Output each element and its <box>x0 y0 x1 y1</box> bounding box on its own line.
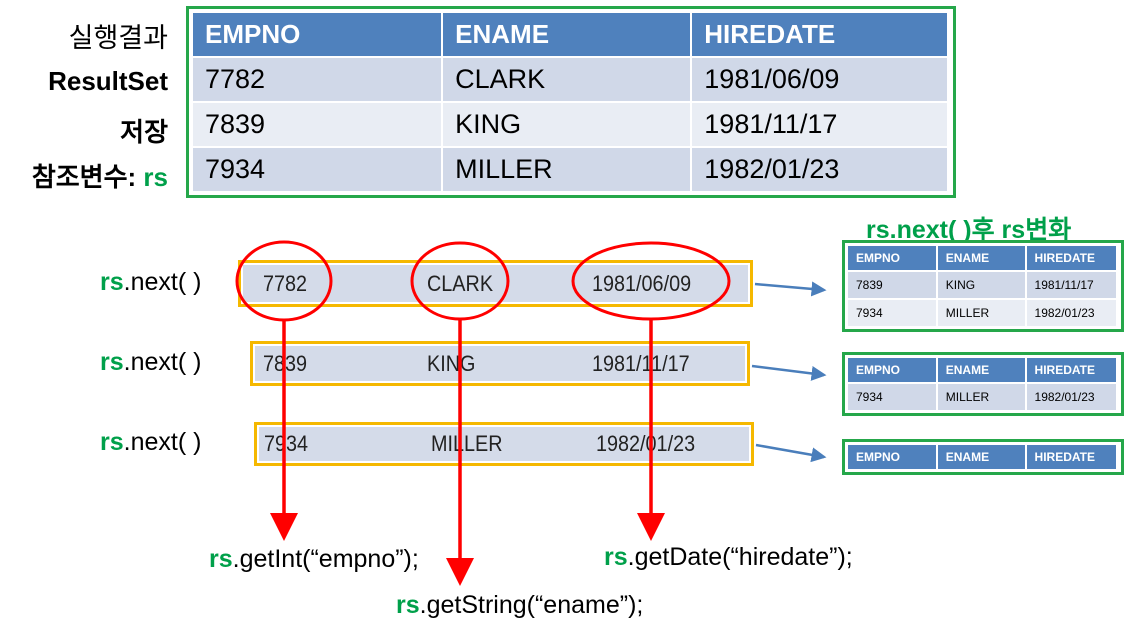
result-table: EMPNO ENAME HIREDATE 7782 CLARK 1981/06/… <box>186 6 956 198</box>
cell-hiredate: 1981/06/09 <box>691 55 949 102</box>
cursor-row-2: 7839 KING 1981/11/17 <box>250 341 750 386</box>
getdate-method: .getDate(“hiredate”); <box>627 543 853 571</box>
rs-label: rs <box>396 591 420 619</box>
mini-header: HIREDATE <box>1025 445 1119 469</box>
mini-header: ENAME <box>936 445 1027 469</box>
header-hiredate: HIREDATE <box>691 13 949 57</box>
table-row: 7782 CLARK 1981/06/09 <box>193 55 949 102</box>
getint-method: .getInt(“empno”); <box>232 545 419 573</box>
rs-label: rs <box>100 348 124 376</box>
next-change-title: rs.next( )후 rs변화 <box>866 210 1071 246</box>
blue-arrow-1 <box>754 281 827 297</box>
table-header-row: EMPNO ENAME HIREDATE <box>193 13 949 57</box>
mini-cell: 7839 <box>848 270 938 299</box>
mini-header: EMPNO <box>848 445 938 469</box>
store-label: 저장 <box>120 117 168 147</box>
rs-label: rs <box>209 545 233 573</box>
next-call-3: rs.next( ) <box>100 428 201 457</box>
table-row: 7839 KING 1981/11/17 <box>193 100 949 148</box>
mini-header: EMPNO <box>848 358 938 383</box>
row-empno: 7782 <box>263 270 308 296</box>
rs-label: rs <box>604 543 628 571</box>
getstring-call: rs.getString(“ename”); <box>396 591 643 620</box>
cell-empno: 7839 <box>193 100 444 148</box>
mini-header: HIREDATE <box>1025 246 1119 271</box>
cell-hiredate: 1981/11/17 <box>691 100 949 148</box>
mini-cell: MILLER <box>936 382 1027 410</box>
row-empno: 7934 <box>264 431 309 456</box>
title-rs1: rs <box>866 216 890 244</box>
next-call-2: rs.next( ) <box>100 348 201 377</box>
row-ename: KING <box>427 350 476 376</box>
title-mid: .next( )후 <box>889 216 1002 244</box>
mini-header: EMPNO <box>848 246 938 271</box>
result-label: 실행결과 <box>68 23 168 53</box>
mini-header: ENAME <box>936 358 1027 383</box>
table-row: 7934 MILLER 1982/01/23 <box>193 146 949 191</box>
highlight-ellipse-ename <box>410 241 510 321</box>
row-ename: MILLER <box>431 431 503 456</box>
refvar-name: rs <box>143 162 168 192</box>
next-call-1: rs.next( ) <box>100 268 201 297</box>
refvar-prefix: 참조변수: <box>31 162 137 192</box>
mini-cell: 1981/11/17 <box>1025 270 1119 299</box>
title-rs2: rs <box>1001 216 1026 244</box>
refvar-label: 참조변수: rs <box>0 157 168 194</box>
cell-empno: 7782 <box>193 55 444 102</box>
row-hiredate: 1981/11/17 <box>592 350 690 376</box>
resultset-label: ResultSet <box>48 66 168 96</box>
mini-cell: 7934 <box>848 382 938 410</box>
header-ename: ENAME <box>442 13 693 57</box>
mini-cell: KING <box>936 270 1027 299</box>
next-method: .next( ) <box>123 428 202 456</box>
next-method: .next( ) <box>123 268 202 296</box>
blue-arrow-3 <box>755 443 827 463</box>
cursor-row-1: 7782 CLARK 1981/06/09 <box>238 260 753 307</box>
title-tail: 변화 <box>1025 216 1072 244</box>
mini-cell: 1982/01/23 <box>1025 298 1119 326</box>
rs-label: rs <box>100 268 124 296</box>
side-labels: 실행결과 ResultSet 저장 참조변수: rs <box>0 0 168 200</box>
rs-label: rs <box>100 428 124 456</box>
mini-cell: 1982/01/23 <box>1025 382 1119 410</box>
mini-cell: 7934 <box>848 298 938 326</box>
highlight-ellipse-empno <box>235 240 333 322</box>
mini-header: HIREDATE <box>1025 358 1119 383</box>
blue-arrow-2 <box>751 364 827 381</box>
cell-ename: CLARK <box>442 55 693 102</box>
getdate-call: rs.getDate(“hiredate”); <box>604 543 853 572</box>
cell-hiredate: 1982/01/23 <box>691 146 949 191</box>
next-method: .next( ) <box>123 348 202 376</box>
cell-ename: MILLER <box>442 146 693 191</box>
row-hiredate: 1982/01/23 <box>596 431 696 456</box>
cell-ename: KING <box>442 100 693 148</box>
mini-cell: MILLER <box>936 298 1027 326</box>
highlight-ellipse-hiredate <box>571 241 731 321</box>
getstring-method: .getString(“ename”); <box>419 591 644 619</box>
row-ename: CLARK <box>427 270 494 296</box>
cell-empno: 7934 <box>193 146 444 191</box>
header-empno: EMPNO <box>193 13 444 57</box>
mini-header: ENAME <box>936 246 1027 271</box>
row-hiredate: 1981/06/09 <box>592 270 692 296</box>
cursor-row-3: 7934 MILLER 1982/01/23 <box>254 422 754 466</box>
getint-call: rs.getInt(“empno”); <box>209 545 419 574</box>
